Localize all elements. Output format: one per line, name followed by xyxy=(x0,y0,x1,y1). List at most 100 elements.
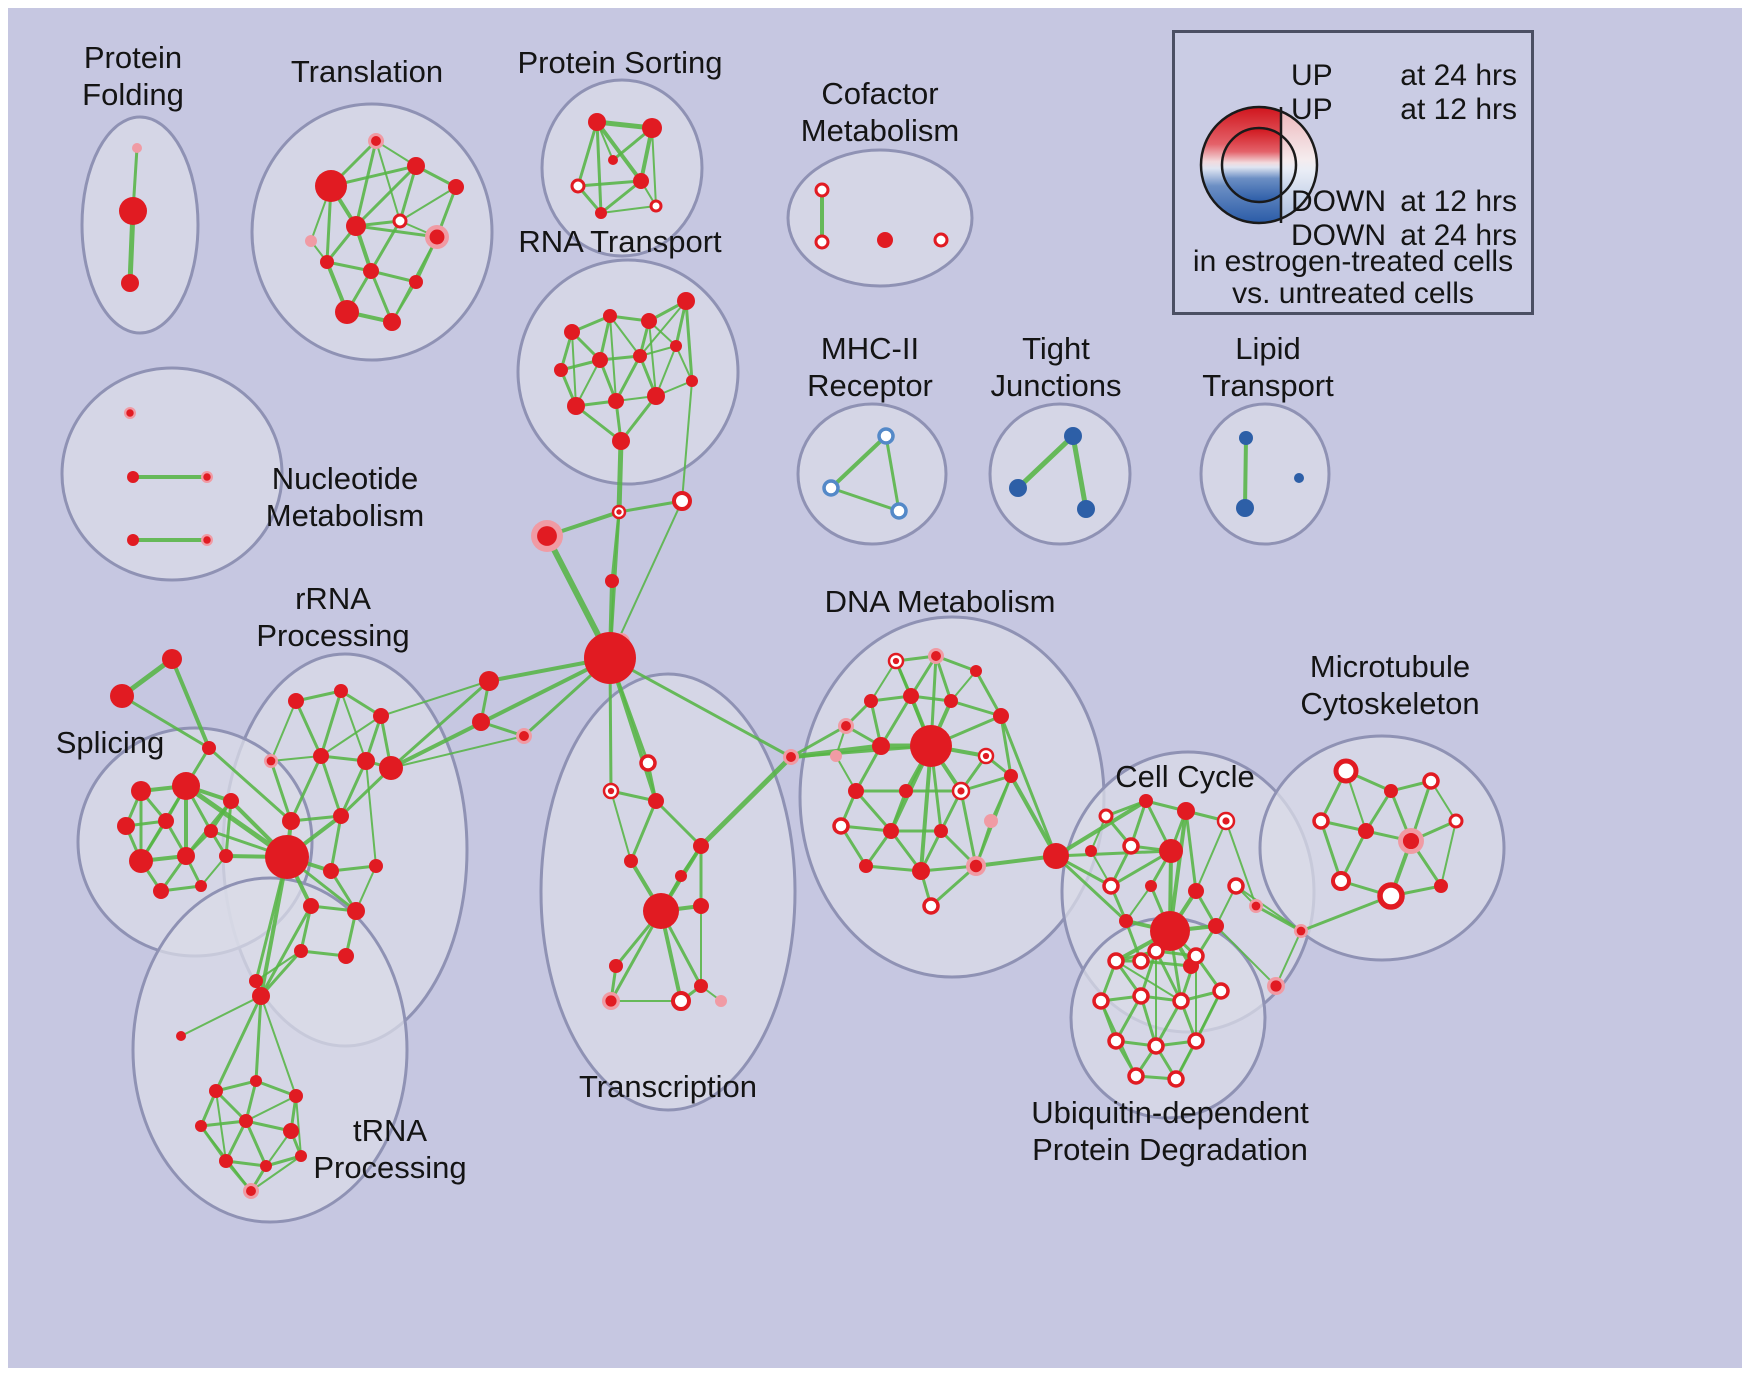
network-edge xyxy=(789,724,848,759)
cluster-label-mhc-ii-receptor: Receptor xyxy=(807,368,933,403)
network-node-66 xyxy=(153,883,169,899)
network-node-6 xyxy=(448,179,464,195)
network-node-32 xyxy=(592,352,608,368)
network-node-116 xyxy=(694,979,708,993)
legend-down-24-time: at 24 hrs xyxy=(1400,219,1517,252)
cluster-label-nucleotide-metabolism: Metabolism xyxy=(266,498,425,533)
network-edge xyxy=(595,120,643,183)
network-node-58 xyxy=(172,772,200,800)
network-edge xyxy=(264,1154,303,1168)
network-node-142 xyxy=(966,856,986,876)
network-edge xyxy=(1054,854,1128,923)
network-node-179 xyxy=(1212,982,1230,1000)
network-node-22 xyxy=(608,155,618,165)
network-edge xyxy=(354,139,378,228)
network-node-16 xyxy=(588,113,606,131)
legend: UP at 24 hrs UP at 12 hrs DOWN at 12 hrs… xyxy=(1172,30,1534,315)
network-node-173 xyxy=(1107,952,1125,970)
network-edge xyxy=(608,656,793,759)
network-edge xyxy=(254,1079,298,1098)
network-edge xyxy=(259,949,303,998)
network-node-122 xyxy=(928,648,944,664)
legend-up-12-label: UP xyxy=(1291,93,1333,126)
cluster-ellipse-nucleotide-metabolism xyxy=(60,366,284,582)
cluster-label-transcription: Transcription xyxy=(579,1069,757,1104)
network-edge xyxy=(1154,949,1183,1003)
network-edge xyxy=(215,1090,227,1162)
network-node-70 xyxy=(373,708,389,724)
cluster-label-lipid-transport: Lipid xyxy=(1235,331,1301,366)
network-node-30 xyxy=(677,292,695,310)
cluster-ellipse-tight-junctions xyxy=(988,402,1132,546)
cluster-label-nucleotide-metabolism: Nucleotide xyxy=(272,461,418,496)
network-node-182 xyxy=(1187,1032,1205,1050)
network-edge xyxy=(369,269,394,324)
network-edge xyxy=(639,300,687,357)
cluster-label-mhc-ii-receptor: MHC-II xyxy=(821,331,919,366)
network-nodes xyxy=(110,113,1464,1199)
network-node-129 xyxy=(872,737,890,755)
network-edge xyxy=(319,689,343,758)
network-node-155 xyxy=(1227,877,1245,895)
network-node-132 xyxy=(848,783,864,799)
network-node-139 xyxy=(984,814,998,828)
network-node-11 xyxy=(320,255,334,269)
network-node-36 xyxy=(608,393,624,409)
network-node-20 xyxy=(595,207,607,219)
network-node-73 xyxy=(357,752,375,770)
network-node-99 xyxy=(531,520,563,552)
network-node-133 xyxy=(899,784,913,798)
network-node-54 xyxy=(162,649,182,669)
network-edge xyxy=(199,1119,248,1128)
legend-up-12-time: at 12 hrs xyxy=(1400,93,1517,126)
network-edge xyxy=(339,759,368,818)
legend-row-up-12: UP at 12 hrs xyxy=(1175,93,1531,127)
network-node-2 xyxy=(121,274,139,292)
network-node-55 xyxy=(110,684,134,708)
network-node-157 xyxy=(1150,911,1190,951)
cluster-label-ubiquitin-degradation: Protein Degradation xyxy=(1032,1132,1308,1167)
network-node-163 xyxy=(1384,784,1398,798)
network-node-50 xyxy=(1077,500,1095,518)
network-node-100 xyxy=(605,574,619,588)
cluster-label-trna-processing: Processing xyxy=(313,1150,466,1185)
network-edge xyxy=(254,994,263,1083)
cluster-label-splicing: Splicing xyxy=(56,725,165,760)
network-node-97 xyxy=(611,504,627,520)
network-edge xyxy=(999,714,1013,778)
network-edge xyxy=(829,486,901,513)
network-edge xyxy=(576,120,599,188)
network-edge xyxy=(1184,809,1198,893)
network-node-94 xyxy=(260,1160,272,1172)
network-node-120 xyxy=(838,718,854,734)
network-edge xyxy=(398,164,418,223)
network-node-178 xyxy=(1172,992,1190,1010)
cluster-label-protein-folding: Folding xyxy=(82,77,184,112)
network-node-77 xyxy=(265,835,309,879)
network-edge xyxy=(1125,885,1152,922)
network-node-65 xyxy=(219,849,233,863)
network-node-115 xyxy=(609,959,623,973)
cluster-label-dna-metabolism: DNA Metabolism xyxy=(825,584,1056,619)
network-node-96 xyxy=(243,1183,259,1199)
network-edge xyxy=(1275,930,1302,987)
network-node-41 xyxy=(127,471,139,483)
network-edge xyxy=(270,755,322,762)
network-node-83 xyxy=(338,948,354,964)
network-edge xyxy=(294,699,323,758)
network-edge xyxy=(616,438,624,515)
network-edge xyxy=(675,345,693,382)
network-node-117 xyxy=(602,992,620,1010)
network-node-174 xyxy=(1147,942,1165,960)
network-node-12 xyxy=(363,263,379,279)
network-edge xyxy=(224,799,233,858)
network-node-34 xyxy=(670,340,682,352)
network-node-43 xyxy=(127,534,139,546)
network-node-184 xyxy=(1167,1070,1185,1088)
cluster-label-cofactor-metabolism: Metabolism xyxy=(801,113,960,148)
network-node-121 xyxy=(887,652,905,670)
network-node-175 xyxy=(1187,947,1205,965)
network-node-158 xyxy=(1208,918,1224,934)
